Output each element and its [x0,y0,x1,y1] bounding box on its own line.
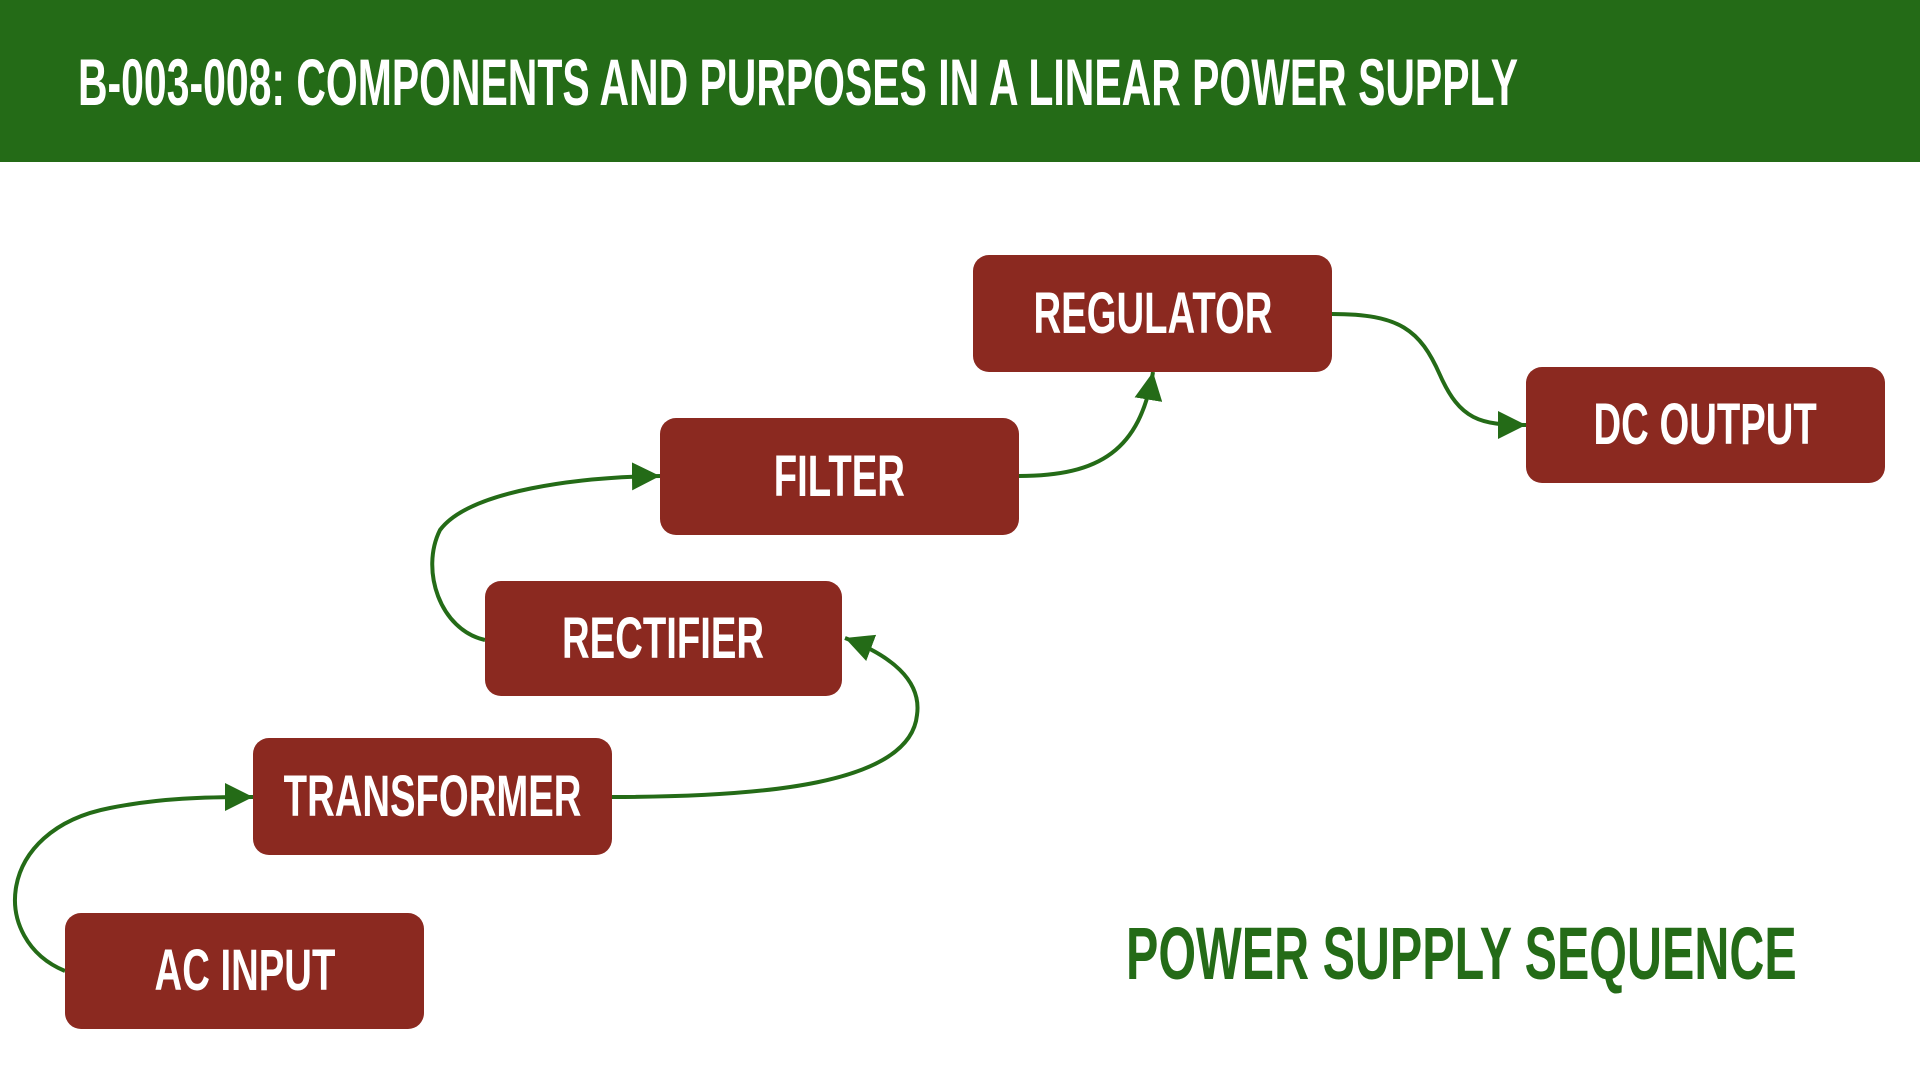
connector-rectifier-to-filter [430,462,661,642]
node-regulator: REGULATOR [973,255,1332,372]
diagram-caption: POWER SUPPLY SEQUENCE [1126,912,1797,995]
node-filter: FILTER [660,418,1019,535]
node-label: RECTIFIER [562,605,765,671]
node-label: REGULATOR [1033,280,1272,346]
page-title: B-003-008: COMPONENTS AND PURPOSES IN A … [78,45,1519,119]
node-dc-output: DC OUTPUT [1526,367,1885,483]
connector-regulator-to-dc-output [1331,312,1527,439]
node-label: DC OUTPUT [1593,392,1818,457]
node-transformer: TRANSFORMER [253,738,612,855]
node-label: TRANSFORMER [283,763,582,829]
node-label: AC INPUT [154,938,335,1003]
node-label: FILTER [773,443,906,509]
connector-filter-to-regulator [1018,371,1163,478]
connector-ac-input-to-transformer [13,783,254,973]
node-rectifier: RECTIFIER [485,581,842,696]
connector-transformer-to-rectifier [611,634,920,799]
node-ac-input: AC INPUT [65,913,424,1029]
title-banner: B-003-008: COMPONENTS AND PURPOSES IN A … [0,0,1920,162]
